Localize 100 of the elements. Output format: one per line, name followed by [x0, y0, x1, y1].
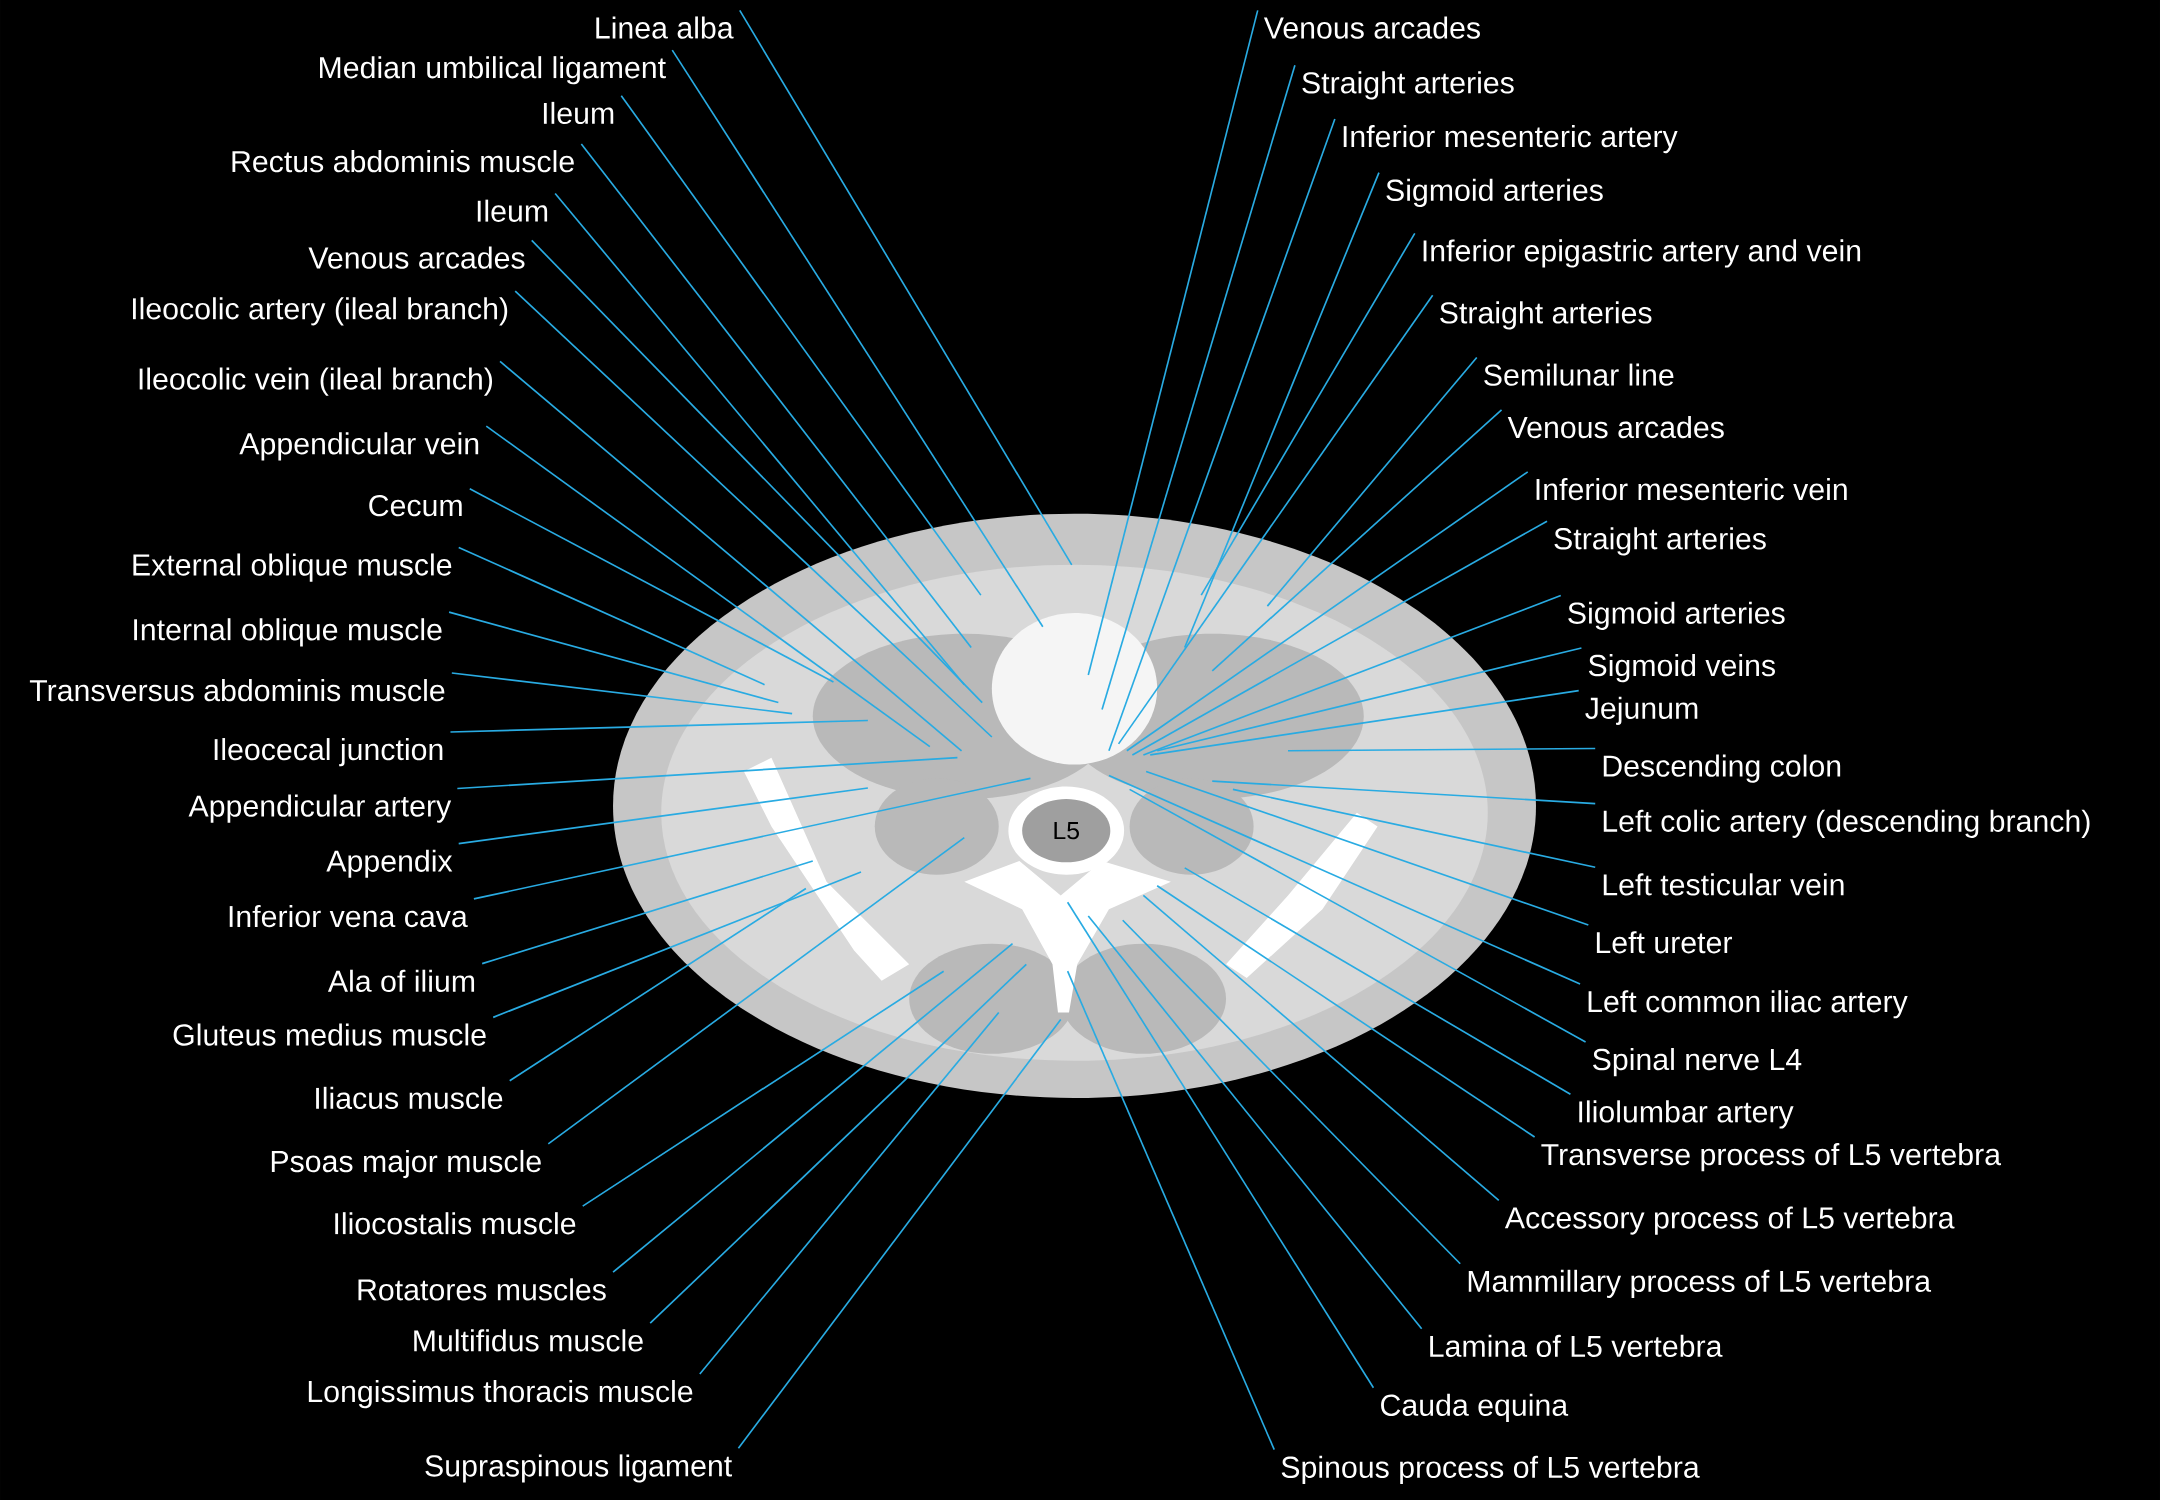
structure-label: Inferior vena cava: [229, 904, 468, 928]
structure-label: Supraspinous ligament: [425, 1454, 732, 1483]
leader-line: [1108, 118, 1336, 752]
leader-line: [457, 787, 869, 845]
leader-line: [1149, 689, 1580, 756]
leader-line: [1128, 788, 1587, 1043]
leader-line: [1066, 901, 1375, 1389]
leader-line: [485, 425, 931, 748]
structure-label: Ileocolic artery (ileal branch): [133, 297, 508, 326]
leader-line: [1066, 970, 1276, 1451]
structure-label: Lamina of L5 vertebra: [1430, 1334, 1723, 1357]
structure-label: Multifidus muscle: [414, 1329, 643, 1352]
leader-line: [581, 970, 945, 1207]
leader-line: [1183, 171, 1380, 649]
leader-line: [481, 860, 814, 965]
leader-line: [699, 1011, 1000, 1375]
leader-line: [649, 963, 1028, 1324]
leader-line: [1200, 232, 1416, 596]
structure-label: Sigmoid arteries: [1386, 178, 1603, 207]
structure-label: Semilunar line: [1484, 363, 1674, 386]
structure-label: Left ureter: [1596, 931, 1732, 954]
structure-label: Inferior mesenteric vein: [1536, 477, 1847, 501]
structure-label: Median umbilical ligament: [320, 56, 666, 85]
structure-label: Venous arcades: [308, 246, 525, 269]
leader-line: [449, 719, 869, 733]
leader-line: [1211, 780, 1597, 805]
structure-label: Ileum: [477, 199, 548, 222]
structure-label: Venous arcades: [1263, 16, 1480, 39]
leader-line: [1142, 594, 1562, 756]
leader-line: [451, 672, 793, 715]
structure-label: Psoas major muscle: [271, 1149, 541, 1179]
structure-label: Left common iliac artery: [1588, 990, 1908, 1019]
structure-label: Jejunum: [1585, 696, 1698, 725]
leader-line: [1156, 884, 1536, 1138]
leader-line: [547, 836, 966, 1145]
leader-line: [456, 756, 959, 790]
structure-label: Left testicular vein: [1603, 873, 1844, 896]
leader-line: [514, 290, 993, 738]
structure-label: Ala of ilium: [327, 969, 475, 992]
leader-line: [1156, 647, 1583, 752]
structure-label: Venous arcades: [1507, 415, 1724, 439]
structure-label: Straight arteries: [1440, 301, 1652, 330]
structure-label: Iliocostalis muscle: [335, 1212, 576, 1235]
leader-line: [473, 777, 1032, 900]
leader-line: [1142, 894, 1500, 1202]
structure-label: Rotatores muscles: [358, 1278, 606, 1301]
structure-label: Accessory process of L5 vertebra: [1504, 1206, 1955, 1235]
structure-label: Cauda equina: [1381, 1393, 1569, 1422]
leader-line: [1108, 774, 1581, 985]
structure-label: Sigmoid veins: [1588, 653, 1775, 683]
structure-label: Straight arteries: [1554, 527, 1766, 556]
leader-line: [448, 611, 780, 704]
leader-line: [1126, 470, 1529, 752]
structure-label: Rectus abdominis muscle: [232, 150, 574, 173]
structure-label: Spinous process of L5 vertebra: [1281, 1455, 1700, 1484]
structure-label: Appendicular vein: [239, 432, 479, 461]
structure-label: Left colic artery (descending branch): [1603, 809, 2090, 838]
leader-line: [492, 871, 862, 1019]
leader-line: [1087, 915, 1423, 1330]
structure-label: Internal oblique muscle: [134, 618, 442, 647]
leader-line: [1145, 770, 1590, 926]
leader-line: [1266, 356, 1478, 607]
structure-label: Iliolumbar artery: [1579, 1100, 1794, 1129]
structure-label: Inferior epigastric artery and vein: [1423, 239, 1861, 268]
leader-line: [1101, 64, 1296, 711]
leader-line: [1232, 788, 1597, 868]
structure-label: Mammillary process of L5 vertebra: [1468, 1269, 1932, 1298]
leader-line: [468, 487, 835, 683]
structure-label: Linea alba: [596, 16, 734, 39]
structure-label: Inferior mesenteric artery: [1343, 124, 1678, 154]
structure-label: Sigmoid arteries: [1568, 601, 1785, 630]
leader-line: [530, 239, 984, 704]
leader-line: [612, 942, 1014, 1273]
structure-label: External oblique muscle: [133, 553, 452, 582]
leader-line: [1117, 294, 1434, 745]
structure-label: Cecum: [369, 494, 462, 517]
structure-label: Ileum: [543, 101, 614, 125]
leader-line: [508, 887, 807, 1082]
leader-line: [671, 49, 1044, 628]
structure-label: Iliacus muscle: [316, 1086, 503, 1109]
vertebra-label: L5: [1054, 821, 1079, 840]
structure-label: Descending colon: [1603, 754, 1841, 783]
structure-label: Spinal nerve L4: [1593, 1047, 1802, 1077]
structure-label: Transverse process of L5 vertebra: [1541, 1142, 2001, 1172]
structure-label: Transversus abdominis muscle: [29, 678, 445, 702]
leader-line: [737, 1018, 1062, 1450]
structure-label: Appendix: [326, 849, 453, 878]
structure-label: Straight arteries: [1302, 71, 1514, 100]
leader-line: [1287, 747, 1597, 752]
leader-line: [1121, 919, 1462, 1265]
leader-line: [1211, 408, 1503, 672]
structure-label: Longissimus thoracis muscle: [308, 1379, 693, 1409]
leader-line: [1183, 866, 1572, 1096]
leader-line: [738, 9, 1073, 566]
leader-line: [1131, 520, 1548, 756]
structure-label: Ileocolic vein (ileal branch): [139, 367, 492, 396]
leader-line: [1087, 9, 1259, 676]
leader-line: [457, 546, 766, 686]
leader-line: [620, 94, 982, 596]
leader-line: [499, 360, 963, 752]
